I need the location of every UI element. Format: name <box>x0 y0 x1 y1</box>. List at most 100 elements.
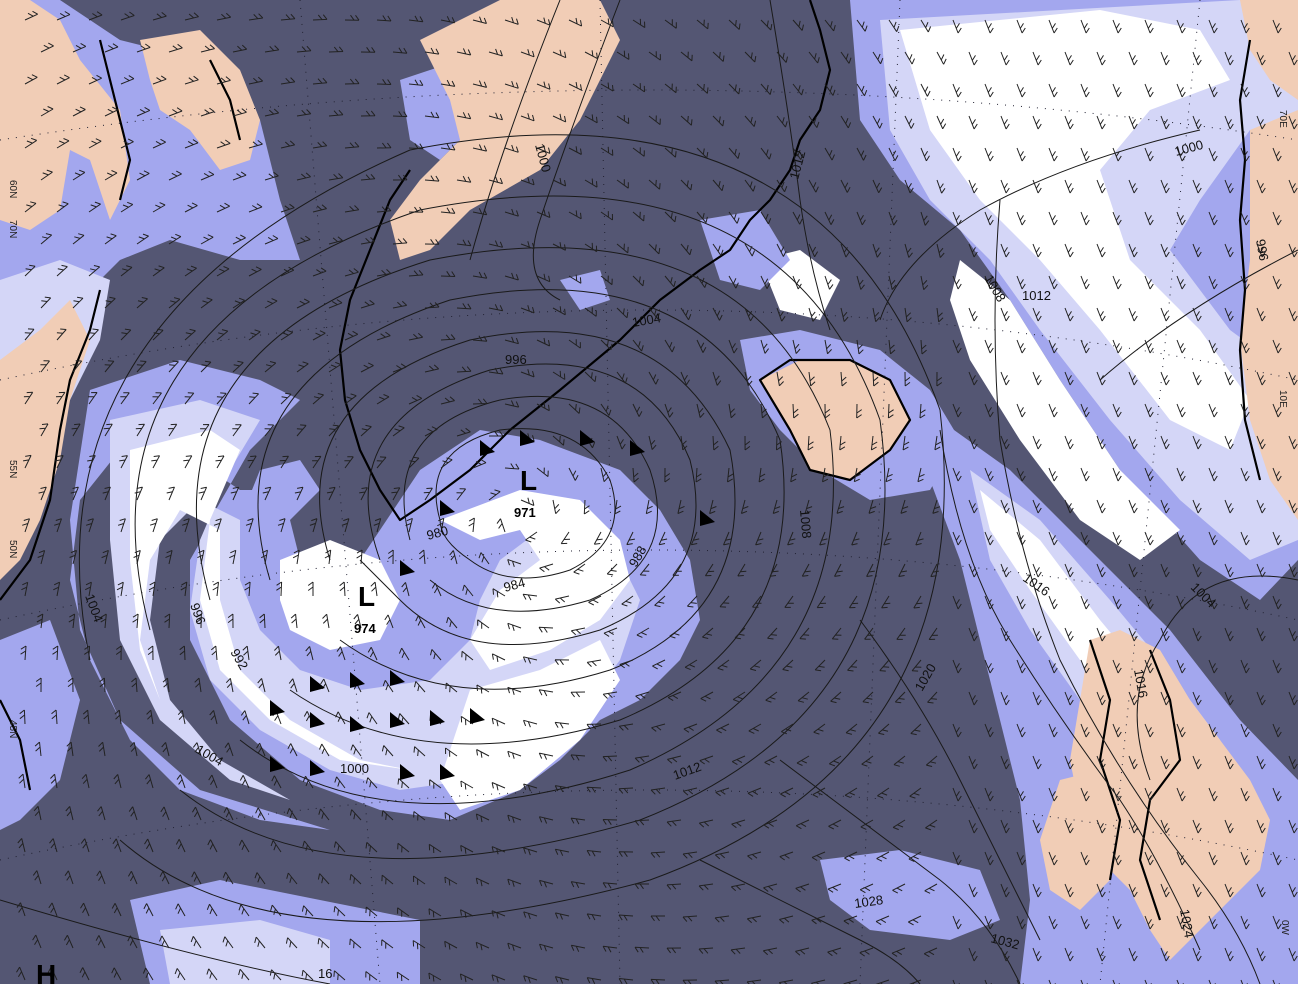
isobar-label: 1016 <box>1131 668 1151 699</box>
wind-barb <box>892 883 906 894</box>
wind-barb <box>1064 51 1074 66</box>
wind-barb <box>552 370 566 380</box>
wind-barb <box>1080 915 1090 930</box>
isobar-labels: 1000 1012 1000 1004 996 1008 1016 1004 9… <box>82 137 1271 981</box>
wind-barb <box>360 237 376 245</box>
wind-barb <box>887 403 894 419</box>
wind-barb <box>1016 659 1026 674</box>
wind-barb <box>88 11 103 21</box>
wind-barb <box>1096 883 1106 898</box>
wind-barb <box>491 717 506 727</box>
wind-barb <box>648 179 661 190</box>
wind-barb <box>1176 339 1186 354</box>
wind-barb <box>856 403 862 419</box>
wind-barb <box>792 83 804 96</box>
wind-barb <box>428 908 442 918</box>
wind-barb <box>698 819 714 828</box>
wind-barb <box>1288 371 1298 386</box>
wind-barb <box>859 947 874 957</box>
wind-barb <box>1208 979 1216 984</box>
wind-barb <box>704 563 715 577</box>
wind-barb <box>507 814 522 823</box>
wind-barb <box>776 51 788 63</box>
wind-barb <box>504 336 519 345</box>
wind-barb <box>492 588 506 598</box>
wind-barb <box>1224 947 1234 962</box>
wind-barb <box>1000 371 1010 386</box>
wind-barb <box>165 549 173 565</box>
wind-barb <box>34 741 42 757</box>
wind-barb <box>256 742 266 757</box>
wind-barb <box>104 296 116 309</box>
wind-barb <box>97 806 106 821</box>
wind-barb <box>102 486 111 501</box>
wind-barb <box>491 910 506 919</box>
wind-barb <box>984 339 994 354</box>
wind-barb <box>440 16 456 24</box>
wind-barb <box>539 879 554 888</box>
wind-barb <box>1208 339 1218 354</box>
wind-barb <box>1144 467 1154 482</box>
wind-barb <box>536 209 551 218</box>
wind-barb <box>1112 979 1120 984</box>
wind-barb <box>845 723 858 735</box>
wind-barb <box>200 170 215 181</box>
wind-barb <box>792 403 799 419</box>
wind-barb <box>1208 723 1218 738</box>
wind-barb <box>1272 851 1282 866</box>
wind-barb <box>552 306 566 316</box>
wind-barb <box>952 915 962 930</box>
wind-barb <box>584 242 598 253</box>
wind-barb <box>292 549 300 565</box>
wind-barb <box>312 14 328 21</box>
wind-barb <box>328 299 343 309</box>
wind-barb <box>1128 883 1138 898</box>
wind-barb <box>507 686 522 695</box>
wind-barb <box>72 233 85 245</box>
wind-barb <box>208 774 218 789</box>
wind-barb <box>920 147 930 162</box>
wind-barb <box>1032 627 1042 642</box>
wind-barb <box>687 595 698 608</box>
wind-barb <box>52 645 59 661</box>
wind-barb <box>888 19 900 32</box>
wind-barb <box>1144 659 1154 674</box>
wind-barb <box>1128 435 1138 450</box>
wind-barb <box>714 915 730 923</box>
wind-barb <box>925 755 938 767</box>
wind-barb <box>650 915 665 922</box>
wind-barb <box>397 907 410 917</box>
wind-barb <box>680 115 693 126</box>
wind-barb <box>696 83 709 94</box>
wind-barb <box>696 19 709 30</box>
wind-barb <box>1000 435 1010 450</box>
wind-barb <box>244 581 251 597</box>
wind-barb <box>984 531 994 546</box>
wind-barb <box>856 19 868 32</box>
wind-barb <box>732 691 746 703</box>
wind-barb <box>136 43 151 53</box>
wind-barb <box>248 203 263 213</box>
wind-barb <box>322 613 330 629</box>
wind-barb <box>1160 755 1170 770</box>
wind-barb <box>539 943 554 952</box>
wind-barb <box>758 467 766 483</box>
wind-barb <box>872 371 879 387</box>
isobar-label: 1032 <box>989 930 1021 952</box>
wind-barb <box>1032 755 1042 770</box>
wind-barb <box>333 970 346 981</box>
wind-barb <box>72 169 86 181</box>
wind-barb <box>344 456 354 469</box>
wind-barb <box>104 43 119 53</box>
wind-barb <box>69 549 77 565</box>
wind-barb <box>472 459 487 469</box>
wind-barb <box>430 649 442 661</box>
wind-barb <box>714 851 730 860</box>
wind-barb <box>80 902 90 917</box>
wind-barb <box>1192 499 1202 514</box>
wind-barb <box>88 138 102 149</box>
wind-barb <box>968 115 978 130</box>
wind-barb <box>1048 787 1058 802</box>
wind-barb <box>879 659 890 672</box>
wind-barb <box>136 297 148 309</box>
